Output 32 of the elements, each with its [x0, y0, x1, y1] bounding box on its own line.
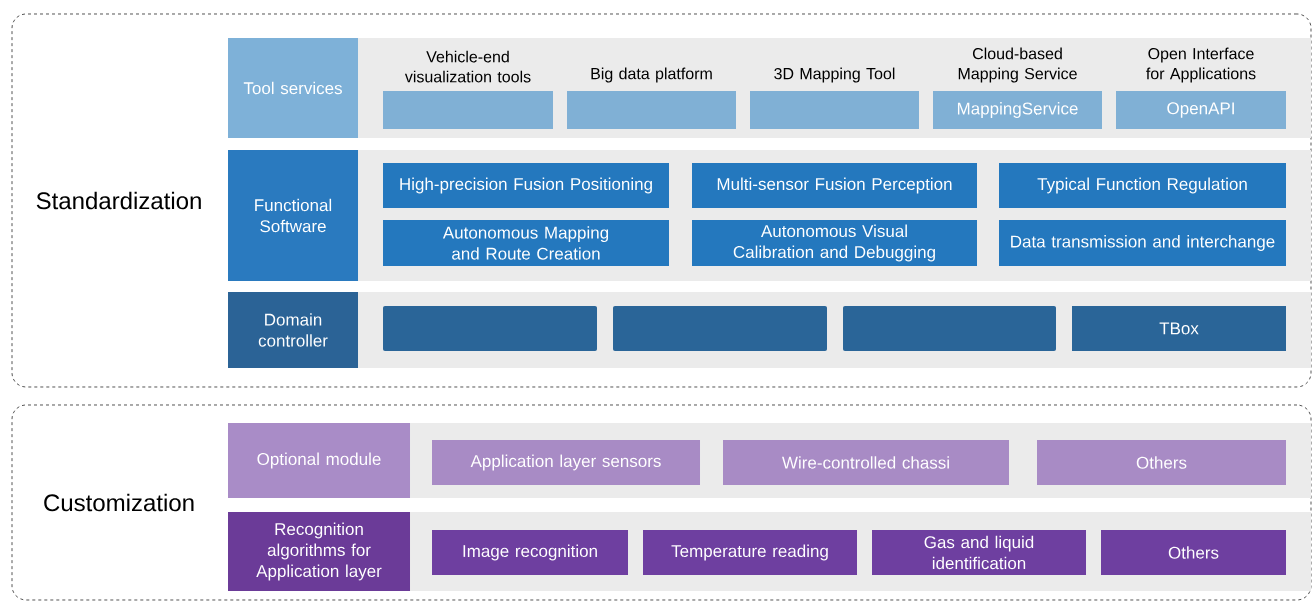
node-label: Big data platform [591, 67, 712, 83]
node-label: Vehicle-end visualization tools [404, 50, 531, 83]
layer-header: Optional module [228, 423, 410, 498]
controller-box [843, 306, 1056, 351]
function-box: Data transmission and interchange [999, 220, 1286, 266]
function-box: Typical Function Regulation [999, 163, 1286, 208]
controller-box: TBox [1072, 306, 1286, 351]
node-label: Cloud-based Mapping Service [958, 47, 1077, 83]
algorithm-box: Temperature reading [643, 530, 857, 575]
function-box: Autonomous Visual Calibration and Debugging [692, 220, 977, 266]
controller-box [383, 306, 597, 351]
node-label: 3D Mapping Tool [774, 67, 895, 83]
module-box: Wire-controlled chassi [723, 440, 1009, 485]
tool-box: 3D Mapping Tool [750, 67, 919, 129]
algorithm-box: Gas and liquid identification [872, 530, 1086, 575]
tool-box: Open Interface for Applications OpenAPI [1116, 47, 1286, 129]
algorithm-box: Image recognition [432, 530, 628, 575]
tool-box: Cloud-based Mapping Service MappingService [933, 47, 1102, 129]
node-label: Open Interface for Applications [1146, 47, 1256, 83]
layer-header: Recognition algorithms for Application layer [228, 512, 410, 591]
layer-header: Functional Software [228, 150, 358, 281]
module-box: Others [1037, 440, 1286, 485]
function-box: High-precision Fusion Positioning [383, 163, 669, 208]
tool-box: Vehicle-end visualization tools [383, 50, 553, 129]
function-box: Multi-sensor Fusion Perception [692, 163, 977, 208]
module-box: Application layer sensors [432, 440, 700, 485]
algorithm-box: Others [1101, 530, 1286, 575]
layer-header: Tool services [228, 38, 358, 138]
tool-box: Big data platform [567, 67, 736, 129]
controller-box [613, 306, 827, 351]
function-box: Autonomous Mapping and Route Creation [383, 220, 669, 266]
layer-header: Domain controller [228, 292, 358, 368]
